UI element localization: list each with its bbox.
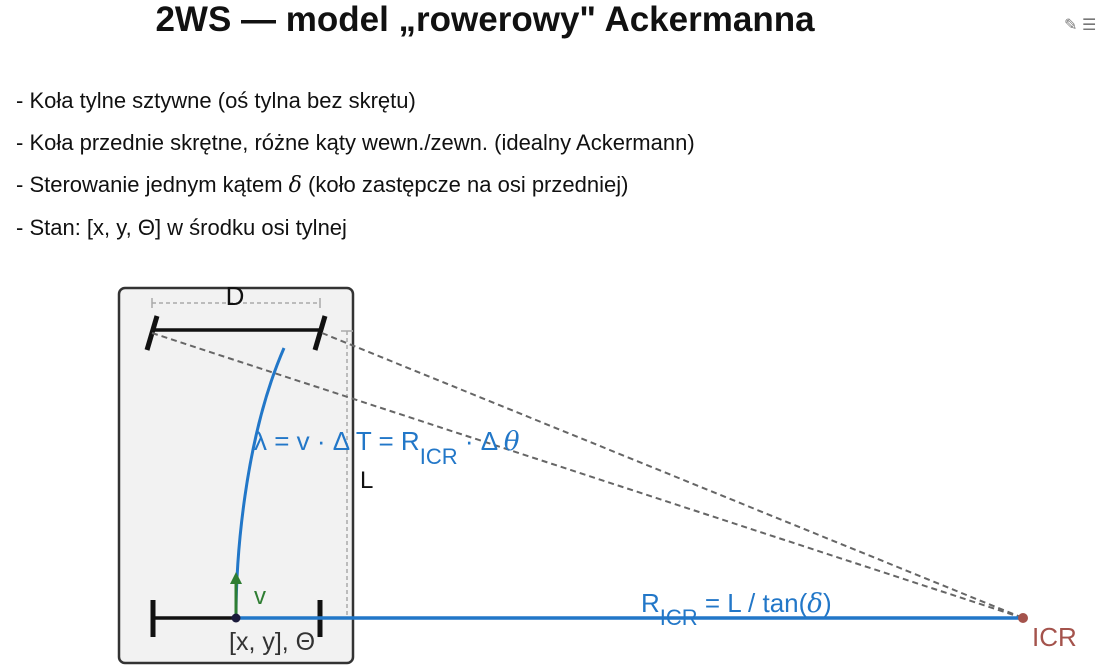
- icr-label: ICR: [1032, 622, 1077, 652]
- bullet-item: - Koła przednie skrętne, różne kąty wewn…: [16, 130, 695, 155]
- radius-equation: RICR = L / tan(δ): [641, 588, 832, 630]
- bullet-item: - Sterowanie jednym kątem δ (koło zastęp…: [16, 164, 695, 207]
- rear-axle-center-point: [231, 613, 241, 623]
- state-label: [x, y], Θ: [229, 628, 315, 656]
- equation-subscript: ICR: [420, 444, 458, 469]
- equation-part: λ = v · Δ T = R: [254, 426, 420, 456]
- bullet-item: - Stan: [x, y, Θ] w środku osi tylnej: [16, 215, 347, 240]
- equation-part: R: [641, 588, 660, 618]
- delta-symbol: δ: [807, 589, 823, 619]
- bullet-list: - Koła tylne sztywne (oś tylna bez skręt…: [16, 80, 695, 249]
- front-right-icr-line: [321, 332, 1024, 619]
- bullet-item: - Koła tylne sztywne (oś tylna bez skręt…: [16, 88, 416, 113]
- pen-icon[interactable]: ✎: [1064, 17, 1078, 34]
- front-left-icr-line: [151, 332, 1024, 619]
- velocity-arrow-head: [230, 572, 242, 584]
- toolbar: ✎ ☰: [1064, 16, 1098, 36]
- equation-part: · Δ: [458, 426, 504, 456]
- width-label: D: [226, 281, 245, 311]
- equation-part: ): [823, 588, 832, 618]
- vehicle-body: [117, 286, 355, 665]
- bullet-text: (koło zastępcze na osi przedniej): [301, 172, 629, 197]
- theta-symbol: θ: [504, 427, 520, 457]
- bullet-text: - Sterowanie jednym kątem: [16, 172, 289, 197]
- delta-symbol: δ: [288, 173, 302, 198]
- document-icon[interactable]: ☰: [1082, 17, 1097, 34]
- slide-title: 2WS — model „rowerowy" Ackermanna: [155, 0, 815, 39]
- front-right-wheel: [312, 315, 328, 351]
- arc-length-equation: λ = v · Δ T = RICR · Δ θ: [254, 426, 520, 469]
- wheelbase-label: L: [360, 467, 373, 494]
- equation-part: = L / tan(: [698, 588, 808, 618]
- velocity-label: v: [254, 583, 266, 610]
- icr-point: [1018, 613, 1028, 623]
- equation-subscript: ICR: [660, 605, 698, 630]
